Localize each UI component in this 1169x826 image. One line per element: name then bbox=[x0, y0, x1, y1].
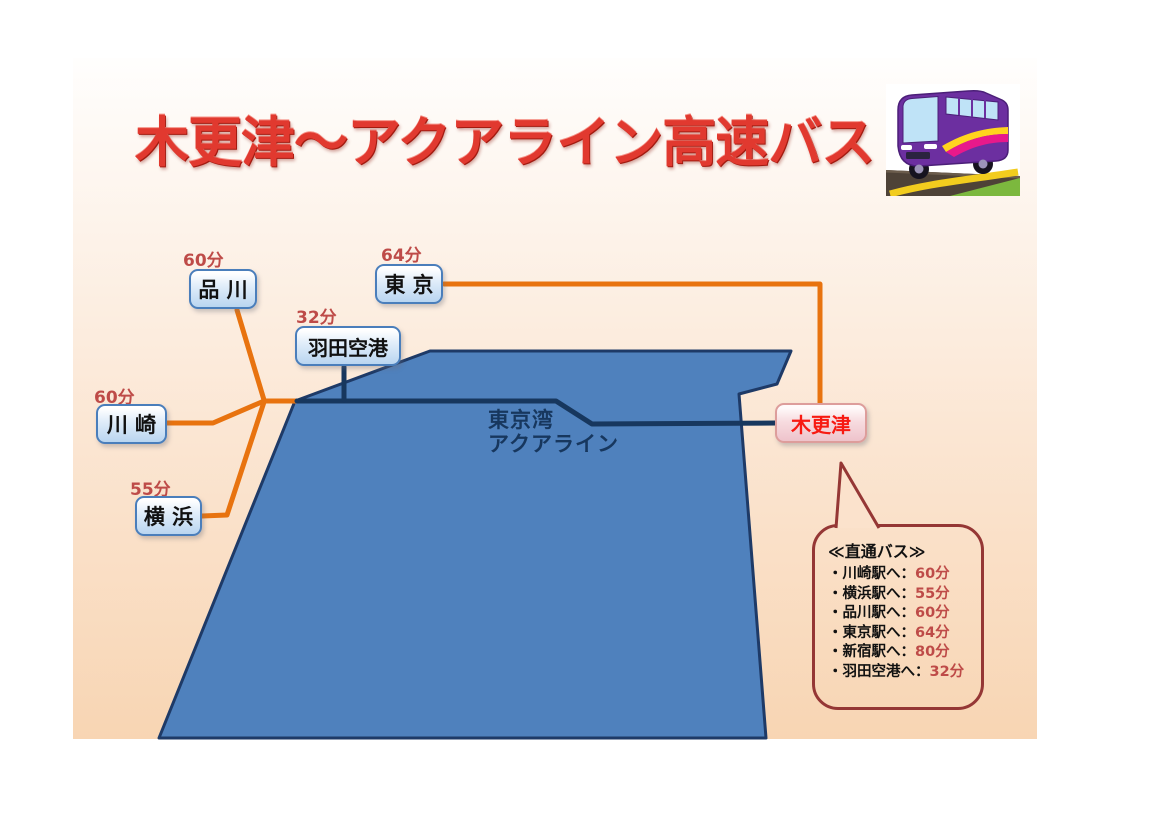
callout-time: 32分 bbox=[929, 663, 965, 680]
callout-station: ・新宿駅へ： bbox=[828, 644, 915, 660]
callout-row: ・新宿駅へ：80分 bbox=[828, 643, 973, 663]
minutes-shinagawa: 60分 bbox=[183, 251, 224, 271]
station-shinagawa: 品 川 bbox=[189, 269, 257, 309]
callout-time: 64分 bbox=[915, 624, 950, 641]
station-shinagawa-label: 品 川 bbox=[198, 278, 248, 302]
callout-time: 80分 bbox=[915, 644, 950, 660]
minutes-yokohama: 55分 bbox=[130, 480, 171, 500]
route-yokohama-line bbox=[199, 399, 267, 519]
callout-station: ・羽田空港へ： bbox=[828, 663, 930, 680]
callout-row: ・川崎駅へ：60分 bbox=[828, 565, 973, 585]
station-kisarazu-label: 木更津 bbox=[791, 412, 851, 437]
sea-label-line1: 東京湾 bbox=[488, 408, 554, 432]
highway-bus-icon bbox=[886, 84, 1020, 198]
station-kawasaki: 川 崎 bbox=[96, 404, 167, 444]
callout-station: ・横浜駅へ： bbox=[828, 585, 915, 602]
direct-bus-callout: ≪直通バス≫ ・川崎駅へ：60分 ・横浜駅へ：55分 ・品川駅へ：60分 ・東京… bbox=[812, 524, 984, 710]
tokyo-bay-shape bbox=[157, 349, 793, 740]
callout-title: ≪直通バス≫ bbox=[828, 542, 926, 561]
station-tokyo-label: 東 京 bbox=[384, 273, 434, 297]
callout-time: 60分 bbox=[915, 566, 950, 582]
callout-tail bbox=[834, 461, 881, 529]
station-haneda-label: 羽田空港 bbox=[308, 335, 388, 360]
callout-row: ・羽田空港へ：32分 bbox=[828, 663, 973, 683]
route-kawasaki-line bbox=[163, 398, 267, 426]
station-tokyo: 東 京 bbox=[375, 264, 443, 304]
minutes-kawasaki: 60分 bbox=[94, 388, 135, 408]
callout-station: ・東京駅へ： bbox=[828, 624, 915, 641]
callout-time: 60分 bbox=[915, 605, 950, 621]
station-kisarazu: 木更津 bbox=[775, 403, 867, 443]
minutes-haneda: 32分 bbox=[296, 308, 337, 328]
station-yokohama: 横 浜 bbox=[135, 496, 202, 536]
callout-row: ・横浜駅へ：55分 bbox=[828, 585, 973, 605]
callout-row: ・東京駅へ：64分 bbox=[828, 624, 973, 644]
callout-station: ・川崎駅へ： bbox=[828, 566, 915, 582]
callout-time: 55分 bbox=[915, 585, 950, 602]
station-kawasaki-label: 川 崎 bbox=[106, 413, 157, 437]
sea-label: 東京湾 アクアライン bbox=[488, 408, 619, 456]
sea-label-line2: アクアライン bbox=[488, 432, 619, 456]
callout-station: ・品川駅へ： bbox=[828, 605, 915, 621]
station-haneda: 羽田空港 bbox=[295, 326, 401, 366]
aqualine-route bbox=[294, 398, 780, 427]
minutes-tokyo: 64分 bbox=[381, 246, 422, 266]
station-yokohama-label: 横 浜 bbox=[143, 505, 194, 529]
route-tokyo-line bbox=[441, 281, 823, 406]
callout-row: ・品川駅へ：60分 bbox=[828, 604, 973, 624]
page-title: 木更津～アクアライン高速バス bbox=[135, 111, 875, 174]
route-shinagawa-line bbox=[234, 307, 267, 403]
